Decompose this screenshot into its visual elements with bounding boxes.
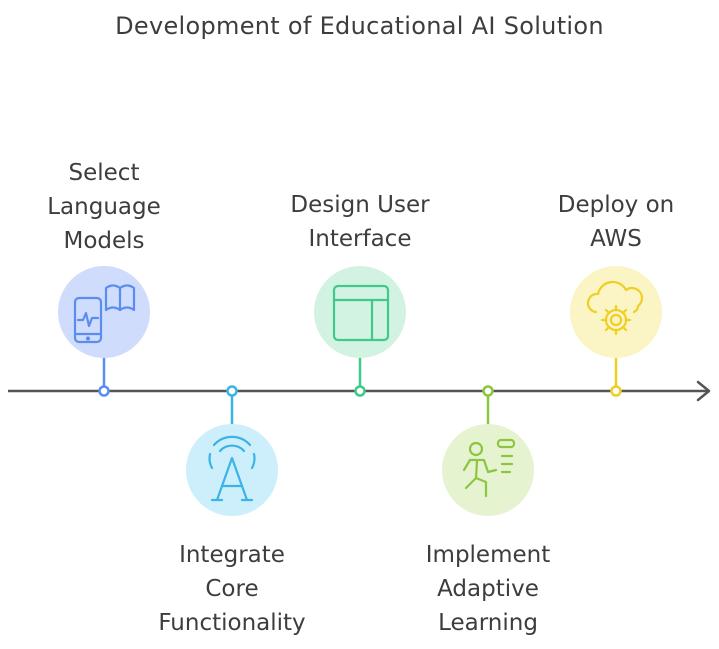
step-marker bbox=[482, 385, 494, 397]
step-marker bbox=[354, 385, 366, 397]
layout-icon bbox=[332, 284, 390, 342]
step-select-language-models bbox=[58, 266, 150, 397]
step-badge bbox=[58, 266, 150, 358]
timeline-arrowhead bbox=[696, 380, 711, 402]
step-badge bbox=[186, 424, 278, 516]
running-person-icon bbox=[462, 438, 516, 498]
step-integrate-core-functionality bbox=[186, 385, 278, 516]
step-implement-adaptive-learning bbox=[442, 385, 534, 516]
phone-book-icon bbox=[73, 284, 136, 344]
ai-letter-icon bbox=[208, 435, 256, 502]
step-label-implement-adaptive-learning: Implement Adaptive Learning bbox=[425, 542, 551, 636]
step-marker bbox=[98, 385, 110, 397]
step-badge bbox=[314, 266, 406, 358]
step-label-deploy-on-aws: Deploy on AWS bbox=[557, 192, 675, 252]
cloud-gear-icon bbox=[586, 280, 644, 336]
step-badge bbox=[570, 266, 662, 358]
step-deploy-on-aws bbox=[570, 266, 662, 397]
step-marker bbox=[226, 385, 238, 397]
step-label-select-language-models: Select Language Models bbox=[47, 160, 161, 254]
step-label-integrate-core-functionality: Integrate Core Functionality bbox=[158, 542, 306, 636]
step-design-user-interface bbox=[314, 266, 406, 397]
step-label-design-user-interface: Design User Interface bbox=[290, 192, 430, 252]
diagram-title: Development of Educational AI Solution bbox=[115, 12, 604, 40]
step-marker bbox=[610, 385, 622, 397]
